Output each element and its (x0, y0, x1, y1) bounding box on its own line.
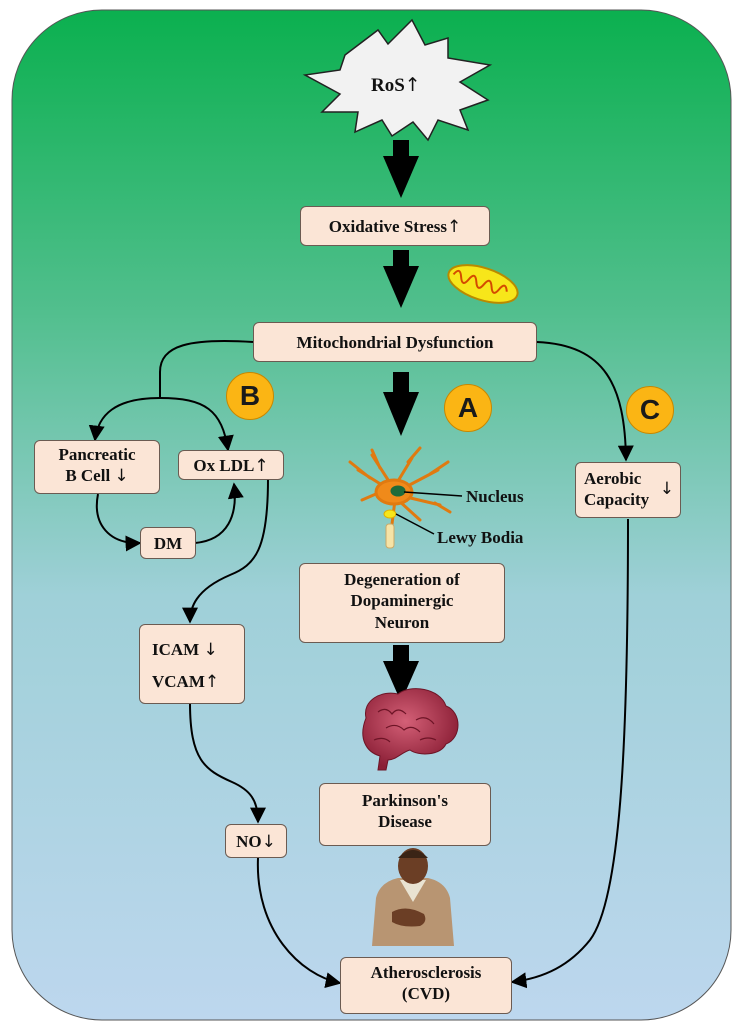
mitochondrial-dysfunction-text: Mitochondrial Dysfunction (296, 333, 494, 352)
nucleus-label: Nucleus (466, 487, 524, 506)
mitochondrion-icon (447, 264, 519, 304)
vcam-text: VCAM (152, 672, 205, 692)
dm-text: DM (153, 534, 183, 553)
aerobic-line1: Aerobic (584, 469, 642, 488)
connector-oxldl-to-icam (182, 478, 269, 624)
aerobic-capacity-box: Aerobic Capacity ↓ (575, 462, 681, 518)
oxidative-stress-text: Oxidative Stress (328, 217, 447, 236)
connector-mito-to-aerobic (536, 341, 634, 462)
pathway-badge-b: B (226, 372, 274, 420)
degeneration-line3: Neuron (374, 612, 430, 632)
mitochondrial-dysfunction-box: Mitochondrial Dysfunction (253, 322, 537, 362)
connector-mito-to-branch (159, 339, 254, 398)
aerobic-line2: Capacity (584, 490, 650, 510)
vcam-up-arrow: ↑ (204, 672, 220, 693)
parkinsons-box: Parkinson's Disease (319, 783, 491, 846)
nucleus-pointer (403, 491, 463, 497)
aerobic-down-arrow: ↓ (659, 479, 674, 499)
connector-aerobic-to-athero (510, 518, 629, 989)
lewy-bodia-label: Lewy Bodia (437, 528, 524, 547)
neuron-icon (348, 446, 452, 549)
main-arrow-4 (383, 645, 419, 702)
no-text: NO (236, 832, 262, 851)
connector-to-oxldl (159, 397, 234, 452)
pancreatic-b-cell-box: Pancreatic B Cell ↓ (34, 440, 160, 494)
degeneration-line1: Degeneration of (344, 570, 460, 589)
main-arrow-3 (383, 372, 419, 436)
athero-line1: Atherosclerosis (370, 963, 482, 982)
ox-ldl-box: Ox LDL↑ (178, 450, 284, 480)
main-arrow-1 (383, 140, 419, 198)
connector-no-to-athero (256, 857, 342, 989)
pancreatic-line2: B Cell (65, 466, 111, 486)
ros-burst-icon (302, 18, 493, 142)
connector-dm-to-oxldl (194, 482, 244, 544)
oxidative-stress-box: Oxidative Stress↑ (300, 206, 490, 246)
icam-vcam-box: ICAM ↓ VCAM↑ (139, 624, 245, 704)
background-panel (11, 9, 732, 1021)
no-box: NO↓ (225, 824, 287, 858)
icam-down-arrow: ↓ (203, 640, 218, 660)
pancreatic-down-arrow: ↓ (114, 466, 129, 487)
oxidative-stress-up-arrow: ↑ (446, 217, 462, 237)
atherosclerosis-box: Atherosclerosis (CVD) (340, 957, 512, 1014)
degeneration-box: Degeneration of Dopaminergic Neuron (299, 563, 505, 643)
ros-label: RoS↑ (371, 74, 421, 97)
icam-text: ICAM (152, 640, 200, 659)
main-arrow-2 (383, 250, 419, 308)
lewy-pointer (395, 513, 435, 535)
connector-vcam-to-no (189, 702, 266, 824)
connector-to-pancreatic (88, 397, 161, 442)
no-down-arrow: ↓ (261, 832, 276, 852)
pathway-badge-a: A (444, 384, 492, 432)
patient-icon (372, 848, 454, 946)
parkinsons-line2: Disease (378, 812, 432, 832)
parkinsons-line1: Parkinson's (362, 791, 448, 810)
dm-box: DM (140, 527, 196, 559)
ox-ldl-text: Ox LDL (193, 456, 255, 475)
pancreatic-line1: Pancreatic (58, 445, 136, 464)
connector-pancreatic-to-dm (95, 493, 142, 552)
ox-ldl-up-arrow: ↑ (254, 456, 269, 476)
brain-icon (362, 688, 459, 771)
pathway-badge-c: C (626, 386, 674, 434)
ros-text: RoS (371, 75, 405, 96)
degeneration-line2: Dopaminergic (350, 591, 454, 611)
ros-up-arrow: ↑ (404, 74, 421, 96)
athero-line2: (CVD) (401, 984, 451, 1004)
